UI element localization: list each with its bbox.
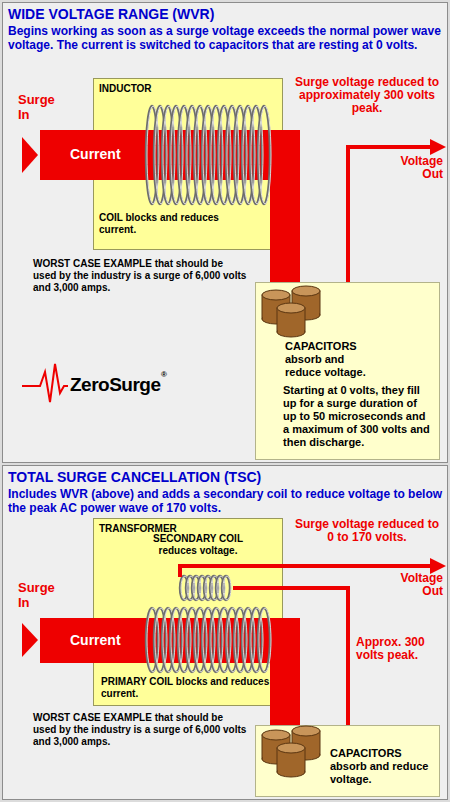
output-label: Voltage Out [388, 155, 443, 181]
capacitor-symbol [277, 303, 305, 337]
panel: WIDE VOLTAGE RANGE (WVR) Begins working a… [2, 2, 448, 463]
node-text: CAPACITORS absorb and reduce voltage. [330, 747, 430, 786]
coil-winding [258, 608, 270, 672]
coil-highlight [223, 576, 231, 600]
bar-label: Current [70, 632, 140, 648]
node-text: TOTAL SURGE CANCELLATION (TSC) [8, 469, 438, 485]
surge-arrow [22, 137, 38, 173]
transformer-box: TRANSFORMERSECONDARY COIL reduces voltag… [93, 518, 283, 706]
coil-winding [258, 106, 270, 204]
capacitor-box-outline [256, 726, 440, 797]
input-label: Surge In [18, 92, 60, 122]
panel-outline [3, 3, 448, 463]
edge-label: Approx. 300 volts peak. [356, 636, 426, 662]
coil-highlight [259, 106, 271, 204]
node-text: INDUCTOR [99, 83, 219, 95]
coil-highlight [259, 608, 271, 672]
node-text: PRIMARY COIL blocks and reduces current. [101, 676, 271, 700]
node-text: Starting at 0 volts, they fill up for a … [283, 384, 433, 449]
note: WORST CASE EXAMPLE that should be used b… [33, 712, 248, 748]
box-fills [3, 3, 448, 800]
logo-pulse [22, 364, 68, 402]
surge-arrow [22, 623, 38, 657]
output-wire [180, 566, 432, 577]
logo-mark: ® [161, 370, 171, 379]
inductor-box: INDUCTOR COIL blocks and reduces current. [93, 78, 283, 250]
output-note: Surge voltage reduced to 0 to 170 volts. [292, 518, 442, 544]
output-note: Surge voltage reduced to approximately 3… [292, 76, 442, 115]
current-bar [270, 180, 300, 250]
output-arrow [430, 139, 446, 155]
bar-label: Current [70, 146, 140, 162]
transformer-box-outline [94, 519, 283, 706]
feedback-wire [283, 588, 348, 725]
secondary-wire [233, 586, 283, 590]
capacitor-symbol [277, 743, 305, 777]
current-bar [270, 706, 300, 725]
node-text: Includes WVR (above) and adds a secondar… [8, 487, 444, 515]
node-text: Begins working as soon as a surge voltag… [8, 24, 444, 52]
current-bar [270, 663, 300, 706]
output-label: Voltage Out [388, 572, 443, 598]
panel: TOTAL SURGE CANCELLATION (TSC) Includes W… [2, 465, 448, 800]
capacitor-box: CAPACITORS absorb and reduce voltage. Sta… [255, 282, 440, 460]
capacitor-box-outline [256, 283, 440, 460]
node-text: WIDE VOLTAGE RANGE (WVR) [8, 6, 438, 22]
input-label: Surge In [18, 580, 60, 610]
capacitor-box: CAPACITORS absorb and reduce voltage. [255, 725, 440, 797]
node-text: CAPACITORS absorb and reduce voltage. [285, 340, 380, 379]
node-text: SECONDARY COIL reduces voltage. [145, 533, 251, 557]
current-bar [270, 250, 300, 282]
note: WORST CASE EXAMPLE that should be used b… [33, 258, 248, 294]
node-text: COIL blocks and reduces current. [99, 212, 249, 236]
logo-text: ZeroSurge [70, 374, 170, 396]
coil-winding [222, 576, 230, 600]
panel-outline [3, 466, 448, 800]
